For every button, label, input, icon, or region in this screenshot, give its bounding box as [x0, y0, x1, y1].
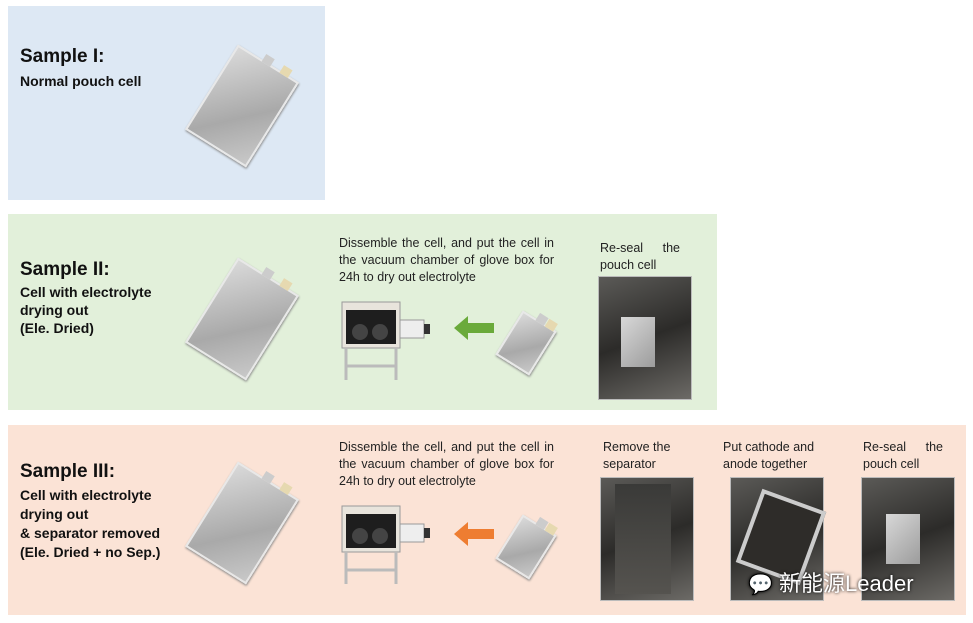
photo-caption-3: Re-seal the pouch cell [863, 440, 943, 471]
step-text: Dissemble the cell, and put the cell in … [339, 236, 554, 284]
sample-3-subtitle-2: drying out [20, 506, 89, 522]
sample-2-panel: Sample II: Cell with electrolyte drying … [8, 214, 717, 410]
sample-3-subtitle-4: (Ele. Dried + no Sep.) [20, 544, 161, 560]
sample-2-subtitle-1: Cell with electrolyte [20, 284, 152, 300]
sample-2-subtitle-3: (Ele. Dried) [20, 320, 94, 336]
photo-caption: Re-seal the pouch cell [600, 241, 680, 272]
sample-3-subtitle-3: & separator removed [20, 525, 161, 541]
watermark: 💬 新能源Leader [748, 566, 914, 598]
cathode-anode-photo [730, 477, 827, 601]
sample-1-panel: Sample I: Normal pouch cell [8, 6, 325, 200]
step-text: Dissemble the cell, and put the cell in … [339, 440, 554, 488]
reseal-photo [598, 276, 692, 400]
glove-box-image [341, 505, 430, 584]
small-pouch-cell-image [495, 514, 557, 580]
watermark-text: 新能源Leader [779, 571, 914, 596]
left-arrow-icon [454, 522, 494, 546]
left-arrow-icon [454, 316, 494, 340]
sample-3-panel: Sample III: Cell with electrolyte drying… [8, 425, 966, 615]
sample-3-subtitle-1: Cell with electrolyte [20, 487, 152, 503]
sample-3-title: Sample III: [20, 461, 116, 482]
sample-2-subtitle-2: drying out [20, 302, 89, 318]
photo-caption-1: Remove the separator [603, 440, 671, 471]
glove-box-image [341, 301, 430, 380]
pouch-cell-image [184, 257, 300, 381]
reseal-photo [861, 477, 955, 601]
wechat-icon: 💬 [748, 574, 773, 596]
photo-caption-2: Put cathode and anode together [723, 440, 815, 471]
small-pouch-cell-image [495, 310, 557, 376]
sample-1-title: Sample I: [20, 46, 105, 67]
pouch-cell-image [184, 44, 300, 168]
remove-separator-photo [600, 477, 694, 601]
pouch-cell-image [184, 461, 300, 585]
sample-2-title: Sample II: [20, 259, 110, 280]
sample-1-subtitle: Normal pouch cell [20, 73, 142, 89]
